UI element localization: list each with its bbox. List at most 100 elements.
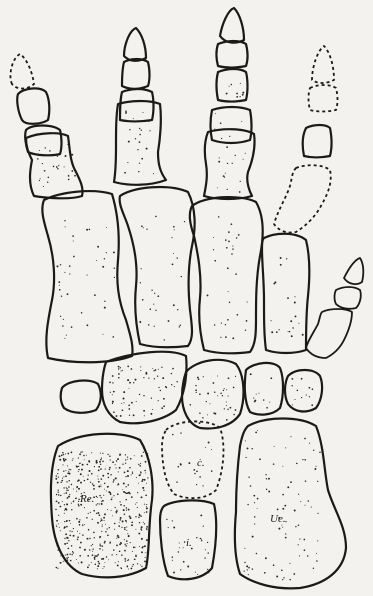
- stipple-dot: [77, 480, 78, 481]
- stipple-dot: [140, 366, 141, 367]
- stipple-dot: [102, 549, 103, 550]
- stipple-dot: [172, 264, 174, 266]
- stipple-dot: [66, 487, 67, 488]
- stipple-dot: [121, 554, 123, 556]
- digit-3-phalanx-3: [217, 41, 248, 68]
- stipple-dot: [141, 455, 143, 457]
- stipple-dot: [112, 401, 114, 403]
- stipple-dot: [133, 382, 134, 383]
- stipple-dot: [140, 515, 142, 517]
- stipple-dot: [101, 518, 102, 519]
- stipple-dot: [257, 430, 258, 431]
- stipple-dot: [96, 513, 97, 514]
- stipple-dot: [138, 483, 139, 484]
- stipple-dot: [282, 466, 283, 467]
- stipple-dot: [99, 461, 101, 463]
- stipple-dot: [173, 253, 174, 254]
- stipple-dot: [146, 148, 148, 150]
- stipple-dot: [102, 546, 103, 547]
- stipple-dot: [222, 395, 223, 396]
- stipple-dot: [150, 413, 152, 415]
- stipple-dot: [87, 275, 88, 276]
- stipple-dot: [146, 504, 147, 505]
- stipple-dot: [237, 314, 239, 316]
- stipple-dot: [199, 413, 200, 414]
- stipple-dot: [273, 463, 275, 465]
- stipple-dot: [143, 410, 145, 412]
- stipple-dot: [268, 478, 270, 480]
- stipple-dot: [141, 130, 142, 131]
- stipple-dot: [313, 568, 314, 569]
- stipple-dot: [138, 171, 139, 172]
- stipple-dot: [172, 560, 173, 561]
- stipple-dot: [226, 419, 228, 421]
- stipple-dot: [127, 560, 128, 561]
- stipple-dot: [124, 472, 126, 474]
- stipple-dot: [268, 491, 270, 493]
- stipple-dot: [92, 483, 94, 485]
- stipple-dot: [79, 453, 81, 455]
- stipple-dot: [180, 432, 181, 433]
- stipple-dot: [277, 509, 279, 511]
- stipple-dot: [250, 373, 252, 375]
- stipple-dot: [138, 533, 140, 535]
- stipple-dot: [173, 226, 175, 228]
- stipple-dot: [153, 370, 154, 371]
- stipple-dot: [142, 479, 144, 481]
- radiale-bone: [51, 434, 153, 578]
- stipple-dot: [281, 570, 283, 572]
- stipple-dot: [217, 395, 218, 396]
- stipple-dot: [301, 397, 302, 398]
- stipple-dot: [140, 472, 142, 474]
- stipple-dot: [116, 467, 117, 468]
- stipple-dot: [152, 409, 153, 410]
- stipple-dot: [86, 455, 87, 456]
- stipple-dot: [131, 568, 133, 570]
- stipple-dot: [197, 574, 198, 575]
- stipple-dot: [102, 266, 104, 268]
- stipple-dot: [132, 566, 133, 567]
- radiale-label: Re.: [79, 493, 94, 505]
- stipple-dot: [57, 568, 58, 569]
- stipple-dot: [225, 239, 227, 241]
- stipple-dot: [95, 564, 97, 566]
- stipple-dot: [144, 512, 145, 513]
- stipple-dot: [113, 549, 115, 551]
- stipple-dot: [285, 533, 286, 534]
- stipple-dot: [199, 393, 201, 395]
- stipple-dot: [116, 460, 117, 461]
- stipple-dot: [64, 272, 65, 273]
- stipple-dot: [64, 510, 65, 511]
- stipple-dot: [58, 523, 59, 524]
- stipple-dot: [289, 579, 290, 580]
- stipple-dot: [141, 551, 143, 553]
- stipple-dot: [128, 535, 130, 537]
- stipple-dot: [98, 554, 99, 555]
- stipple-dot: [144, 504, 145, 505]
- stipple-dot: [101, 458, 102, 459]
- stipple-dot: [197, 377, 199, 379]
- stipple-dot: [68, 540, 69, 541]
- stipple-dot: [137, 563, 138, 564]
- stipple-dot: [206, 401, 207, 402]
- stipple-dot: [63, 458, 65, 460]
- stipple-dot: [135, 504, 136, 505]
- stipple-dot: [72, 551, 73, 552]
- stipple-dot: [132, 551, 133, 552]
- stipple-dot: [123, 402, 124, 403]
- stipple-dot: [64, 521, 65, 522]
- stipple-dot: [64, 504, 65, 505]
- stipple-dot: [125, 112, 127, 114]
- stipple-dot: [95, 557, 96, 558]
- stipple-dot: [195, 572, 196, 573]
- stipple-dot: [78, 488, 80, 490]
- stipple-dot: [66, 526, 68, 528]
- stipple-dot: [307, 555, 308, 556]
- stipple-dot: [63, 561, 64, 562]
- stipple-dot: [82, 524, 84, 526]
- stipple-dot: [211, 470, 213, 472]
- stipple-dot: [139, 321, 141, 323]
- stipple-dot: [315, 466, 316, 467]
- stipple-dot: [201, 539, 202, 540]
- stipple-dot: [129, 493, 131, 495]
